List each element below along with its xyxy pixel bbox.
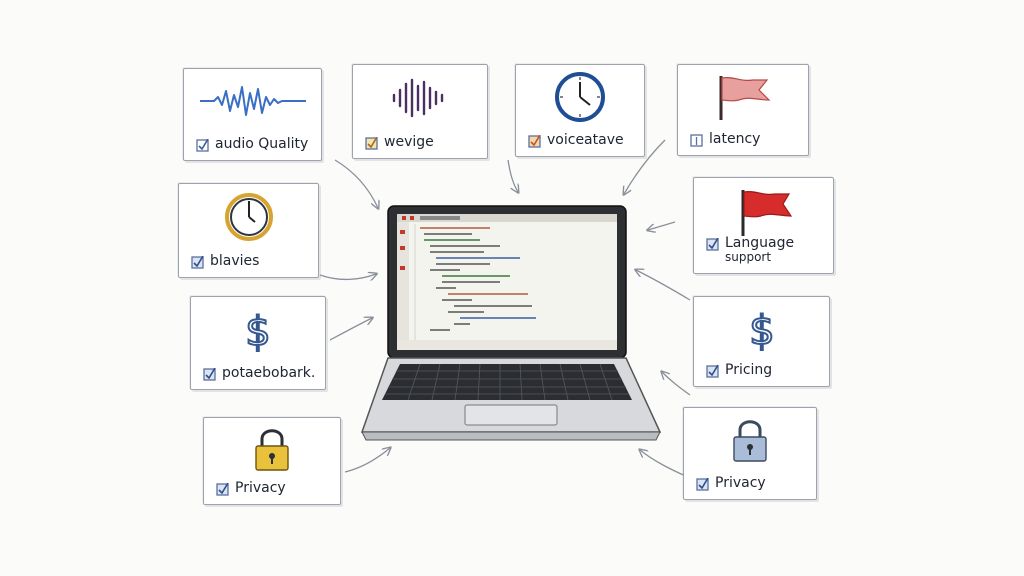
card-label: blavies — [210, 253, 260, 269]
checkbox-icon — [191, 256, 204, 269]
arrow-audio-quality — [334, 159, 378, 208]
arrow-voiceatave — [507, 159, 518, 192]
lock-icon — [684, 414, 816, 467]
card-privacy-left: Privacy — [203, 417, 341, 505]
card-label: wevige — [384, 134, 434, 150]
svg-text:$: $ — [749, 308, 774, 354]
checkbox-icon — [706, 238, 719, 251]
arrow-blavies — [319, 274, 376, 279]
card-voiceatave: voiceatave — [515, 64, 645, 157]
dollar-icon: $ — [694, 303, 829, 355]
arrow-pricing-top — [636, 270, 691, 301]
card-label: voiceatave — [547, 132, 624, 148]
checkbox-icon — [196, 139, 209, 152]
code-lines — [420, 227, 536, 331]
card-privacy-right: Privacy — [683, 407, 817, 500]
laptop-trackpad — [464, 404, 558, 426]
checkbox-icon — [365, 137, 378, 150]
dollar-icon: $ — [191, 303, 325, 356]
arrow-potaeboback — [329, 318, 372, 341]
checkbox-icon — [528, 135, 541, 148]
laptop-keyboard — [382, 364, 632, 400]
card-pricing: $ Pricing — [693, 296, 830, 387]
checkbox-icon — [696, 478, 709, 491]
card-label: Privacy — [715, 475, 766, 491]
checkbox-icon — [706, 365, 719, 378]
checkbox-icon — [203, 368, 216, 381]
waveform-icon — [184, 75, 321, 128]
lock-icon — [204, 424, 340, 474]
card-label: Language — [725, 235, 795, 251]
checkbox-icon — [216, 483, 229, 496]
flag-icon — [694, 184, 833, 239]
card-label: audio Quality — [215, 136, 309, 152]
arrow-latency — [624, 139, 666, 194]
clock-icon — [179, 190, 318, 244]
arrow-pricing — [662, 372, 691, 396]
arrow-privacy-left — [344, 448, 390, 473]
clock-icon — [516, 71, 644, 124]
svg-text:$: $ — [245, 309, 270, 355]
card-potaeboback: $ potaebobark. — [190, 296, 326, 390]
laptop-illustration — [360, 205, 662, 441]
card-label-line2: support — [725, 250, 772, 264]
laptop-screen — [397, 214, 617, 350]
checkbox-icon — [690, 134, 703, 147]
card-label: Pricing — [725, 362, 773, 378]
card-audio-quality: audio Quality — [183, 68, 322, 161]
card-label: Privacy — [235, 480, 286, 496]
flag-icon — [678, 71, 808, 123]
card-latency: latency — [677, 64, 809, 156]
arrow-language — [648, 221, 676, 230]
card-blavies: blavies — [178, 183, 319, 278]
soundwave-icon — [353, 71, 487, 125]
card-wevige: wevige — [352, 64, 488, 159]
card-label: latency — [709, 131, 761, 147]
card-label: potaebobark. — [222, 365, 316, 381]
